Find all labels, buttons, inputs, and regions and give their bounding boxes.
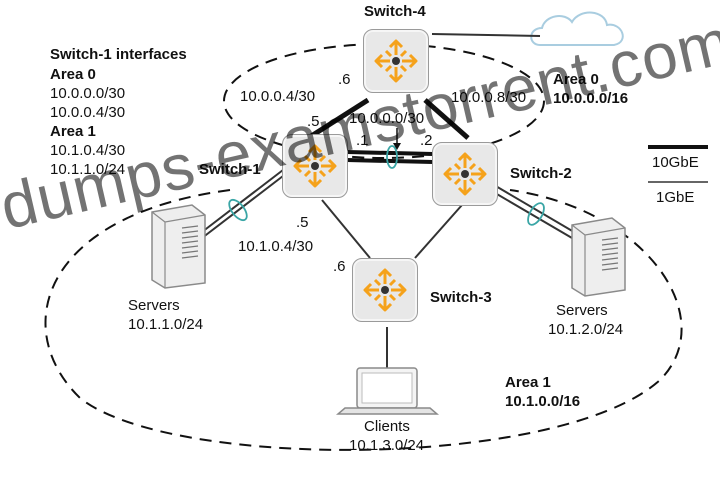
lag-ring-s1-servers bbox=[228, 198, 248, 222]
link-switch2-switch3 bbox=[414, 204, 463, 259]
link-switch2-servers-right-b bbox=[493, 184, 575, 233]
arrow-head bbox=[393, 143, 401, 150]
switch-arrows-icon bbox=[374, 39, 418, 83]
cloud-icon bbox=[530, 11, 624, 46]
link-s1-s2-near-s2: .2 bbox=[420, 132, 433, 149]
switch-3-icon bbox=[352, 258, 418, 322]
switch-2-label: Switch-2 bbox=[510, 165, 572, 182]
area-1-net: 10.1.0.0/16 bbox=[505, 393, 581, 410]
link-s1-s2-near-s1: .1 bbox=[356, 132, 369, 149]
link-switch4-switch1 bbox=[303, 97, 370, 143]
switch-1-label: Switch-1 bbox=[199, 161, 261, 178]
area-1-label: Area 1 bbox=[505, 374, 551, 391]
lag-ring-s2-servers bbox=[527, 202, 545, 226]
link-s1-s3-near-s1: .5 bbox=[296, 214, 309, 231]
legend-1gbe-label: 1GbE bbox=[656, 189, 695, 206]
clients-label: Clients bbox=[364, 418, 410, 435]
link-switch1-switch3 bbox=[321, 199, 371, 259]
link-s4-s2-net-label: 10.0.0.8/30 bbox=[451, 89, 527, 106]
s1-interfaces-title: Switch-1 interfaces bbox=[50, 46, 187, 63]
link-s1-s2-net-label: 10.0.0.0/30 bbox=[349, 110, 425, 127]
clients-net: 10.1.3.0/24 bbox=[349, 437, 425, 454]
link-s4-s1-near-s4: .6 bbox=[338, 71, 351, 88]
switch-arrows-icon bbox=[363, 268, 407, 312]
switch-2-icon bbox=[432, 142, 498, 206]
switch-4-icon bbox=[363, 29, 429, 93]
servers-left-net: 10.1.1.0/24 bbox=[128, 316, 204, 333]
link-switch2-servers-right-a bbox=[489, 189, 573, 239]
switch-arrows-icon bbox=[293, 144, 337, 188]
s1-interfaces-area0-label: Area 0 bbox=[50, 66, 96, 83]
link-s4-s1-net-label: 10.0.0.4/30 bbox=[240, 88, 316, 105]
link-switch4-cloud bbox=[431, 33, 541, 37]
server-right-icon bbox=[571, 217, 626, 297]
laptop-icon bbox=[335, 367, 440, 415]
servers-right-net: 10.1.2.0/24 bbox=[548, 321, 624, 338]
link-s4-s1-near-s1: .5 bbox=[307, 113, 320, 130]
server-left-icon bbox=[151, 204, 206, 289]
switch-3-label: Switch-3 bbox=[430, 289, 492, 306]
link-s1-s3-net-label: 10.1.0.4/30 bbox=[238, 238, 314, 255]
s1-interfaces-area1-label: Area 1 bbox=[50, 123, 96, 140]
link-switch1-switch2-a bbox=[346, 150, 434, 156]
s1-interfaces-area1-net-2: 10.1.1.0/24 bbox=[50, 161, 126, 178]
switch-1-icon bbox=[282, 134, 348, 198]
link-switch4-switch2 bbox=[423, 98, 470, 140]
s1-interfaces-area1-net-1: 10.1.0.4/30 bbox=[50, 142, 126, 159]
switch-arrows-icon bbox=[443, 152, 487, 196]
switch-4-label: Switch-4 bbox=[364, 3, 426, 20]
link-switch1-servers-left-a bbox=[201, 169, 284, 233]
area-0-label: Area 0 bbox=[553, 71, 599, 88]
servers-left-label: Servers bbox=[128, 297, 180, 314]
area-0-net: 10.0.0.0/16 bbox=[553, 90, 629, 107]
link-s1-s3-near-s3: .6 bbox=[333, 258, 346, 275]
legend-10gbe-label: 10GbE bbox=[652, 154, 699, 171]
s1-interfaces-area0-net-2: 10.0.0.4/30 bbox=[50, 104, 126, 121]
area-1-boundary bbox=[44, 189, 683, 451]
s1-interfaces-area0-net-1: 10.0.0.0/30 bbox=[50, 85, 126, 102]
servers-right-label: Servers bbox=[556, 302, 608, 319]
link-switch1-switch2-b bbox=[346, 158, 434, 164]
lag-ring-s1-s2 bbox=[386, 145, 398, 169]
